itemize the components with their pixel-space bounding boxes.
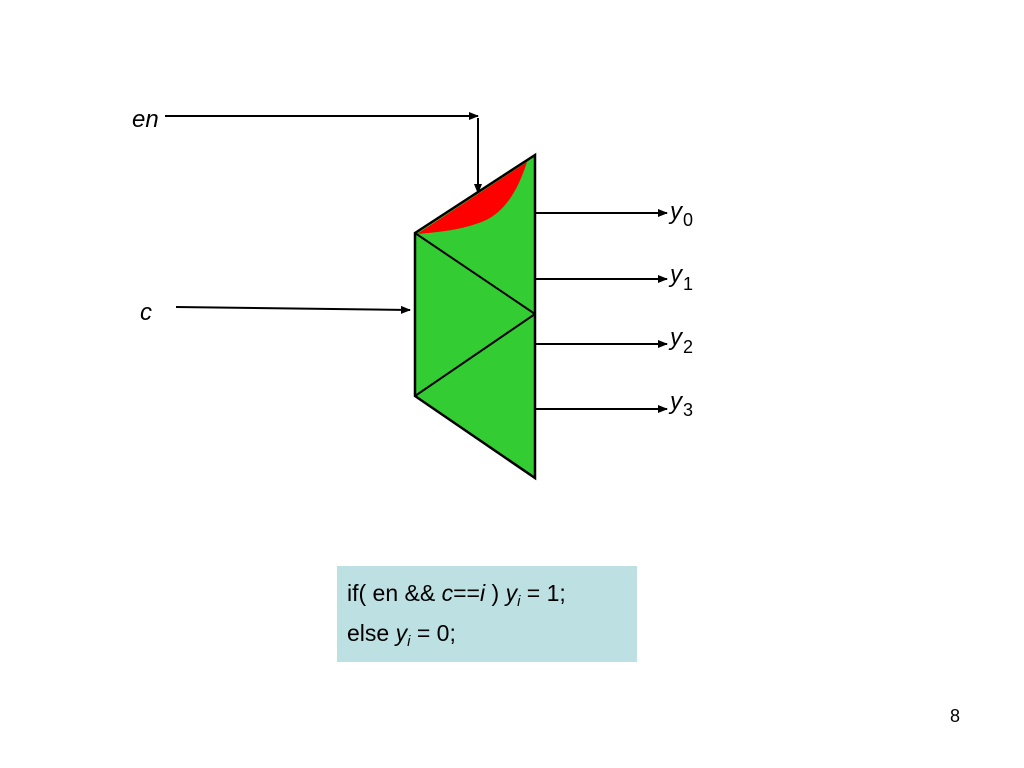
code-var-c: c <box>441 580 454 606</box>
output-label-3-base: y <box>668 388 684 415</box>
divider-line-lower <box>414 313 536 397</box>
output-label-1-sub: 1 <box>683 274 693 294</box>
code-operator-eq: == <box>453 580 480 606</box>
page-number: 8 <box>950 706 961 726</box>
output-label-1: y 1 <box>668 261 693 294</box>
code-line-1: if( en && c==i ) yi = 1; <box>347 576 637 616</box>
output-label-0: y 0 <box>668 198 693 230</box>
demux-body <box>413 152 537 481</box>
output-label-2-sub: 2 <box>683 337 693 357</box>
code-box: if( en && c==i ) yi = 1; else yi = 0; <box>337 566 637 662</box>
output-label-1-base: y <box>668 261 684 288</box>
code-line-2-suffix: = 0; <box>410 620 456 646</box>
select-label: c <box>140 299 152 326</box>
code-line-1-suffix: = 1; <box>520 580 566 606</box>
divider-line-upper <box>414 232 536 315</box>
output-label-3: y 3 <box>668 388 693 420</box>
code-line-2-sub: i <box>407 633 411 650</box>
enable-region <box>417 162 527 234</box>
code-line-1-mid: ) <box>485 580 506 606</box>
enable-label: en <box>132 106 159 133</box>
code-var-i: i <box>479 580 486 606</box>
output-label-2: y 2 <box>668 324 693 357</box>
code-line-2-prefix: else <box>347 620 396 646</box>
code-line-1-sub: i <box>517 593 521 610</box>
code-line-1-var-y: y <box>505 580 518 606</box>
output-label-2-base: y <box>668 324 684 351</box>
code-line-2-var-y: y <box>395 620 408 646</box>
code-line-1-prefix: if( en && <box>347 580 442 606</box>
output-label-3-sub: 3 <box>683 400 693 420</box>
select-arrow <box>175 305 411 314</box>
output-label-0-sub: 0 <box>683 210 693 230</box>
output-label-0-base: y <box>668 198 684 225</box>
code-line-2: else yi = 0; <box>347 616 637 656</box>
